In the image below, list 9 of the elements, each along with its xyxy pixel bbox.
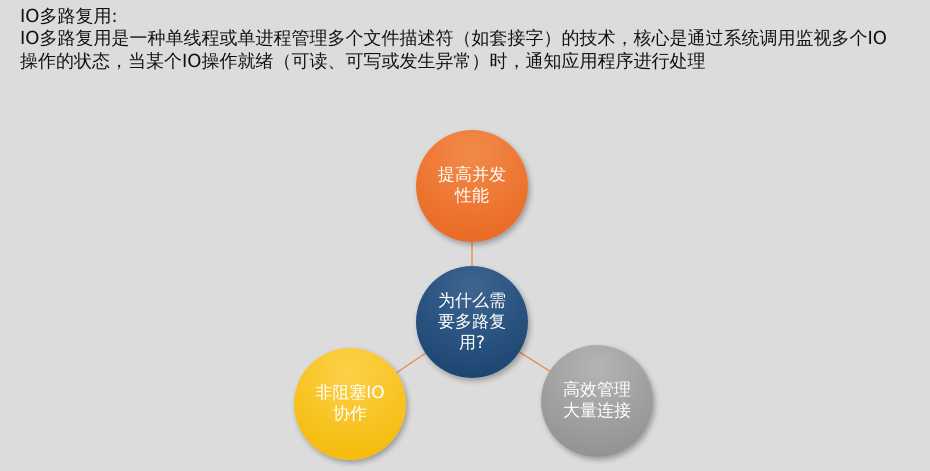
connector-line [471, 242, 473, 266]
topic-text: 为什么需要多路复用? [437, 290, 507, 354]
topic-text: 高效管理大量连接 [562, 380, 632, 422]
connector-line [396, 352, 426, 374]
connector-line [519, 351, 550, 372]
topic-text: 提高并发性能 [437, 165, 507, 207]
topic-text: 非阻塞IO协作 [314, 383, 386, 425]
heading: IO多路复用: [20, 5, 118, 28]
description-text: IO多路复用是一种单线程或单进程管理多个文件描述符（如套接字）的技术，核心是通过系统调用监视多个IO操作的状态，当某个IO操作就绪（可读、可写或发生异常）时，通知应用程序进行处理 [20, 27, 888, 73]
